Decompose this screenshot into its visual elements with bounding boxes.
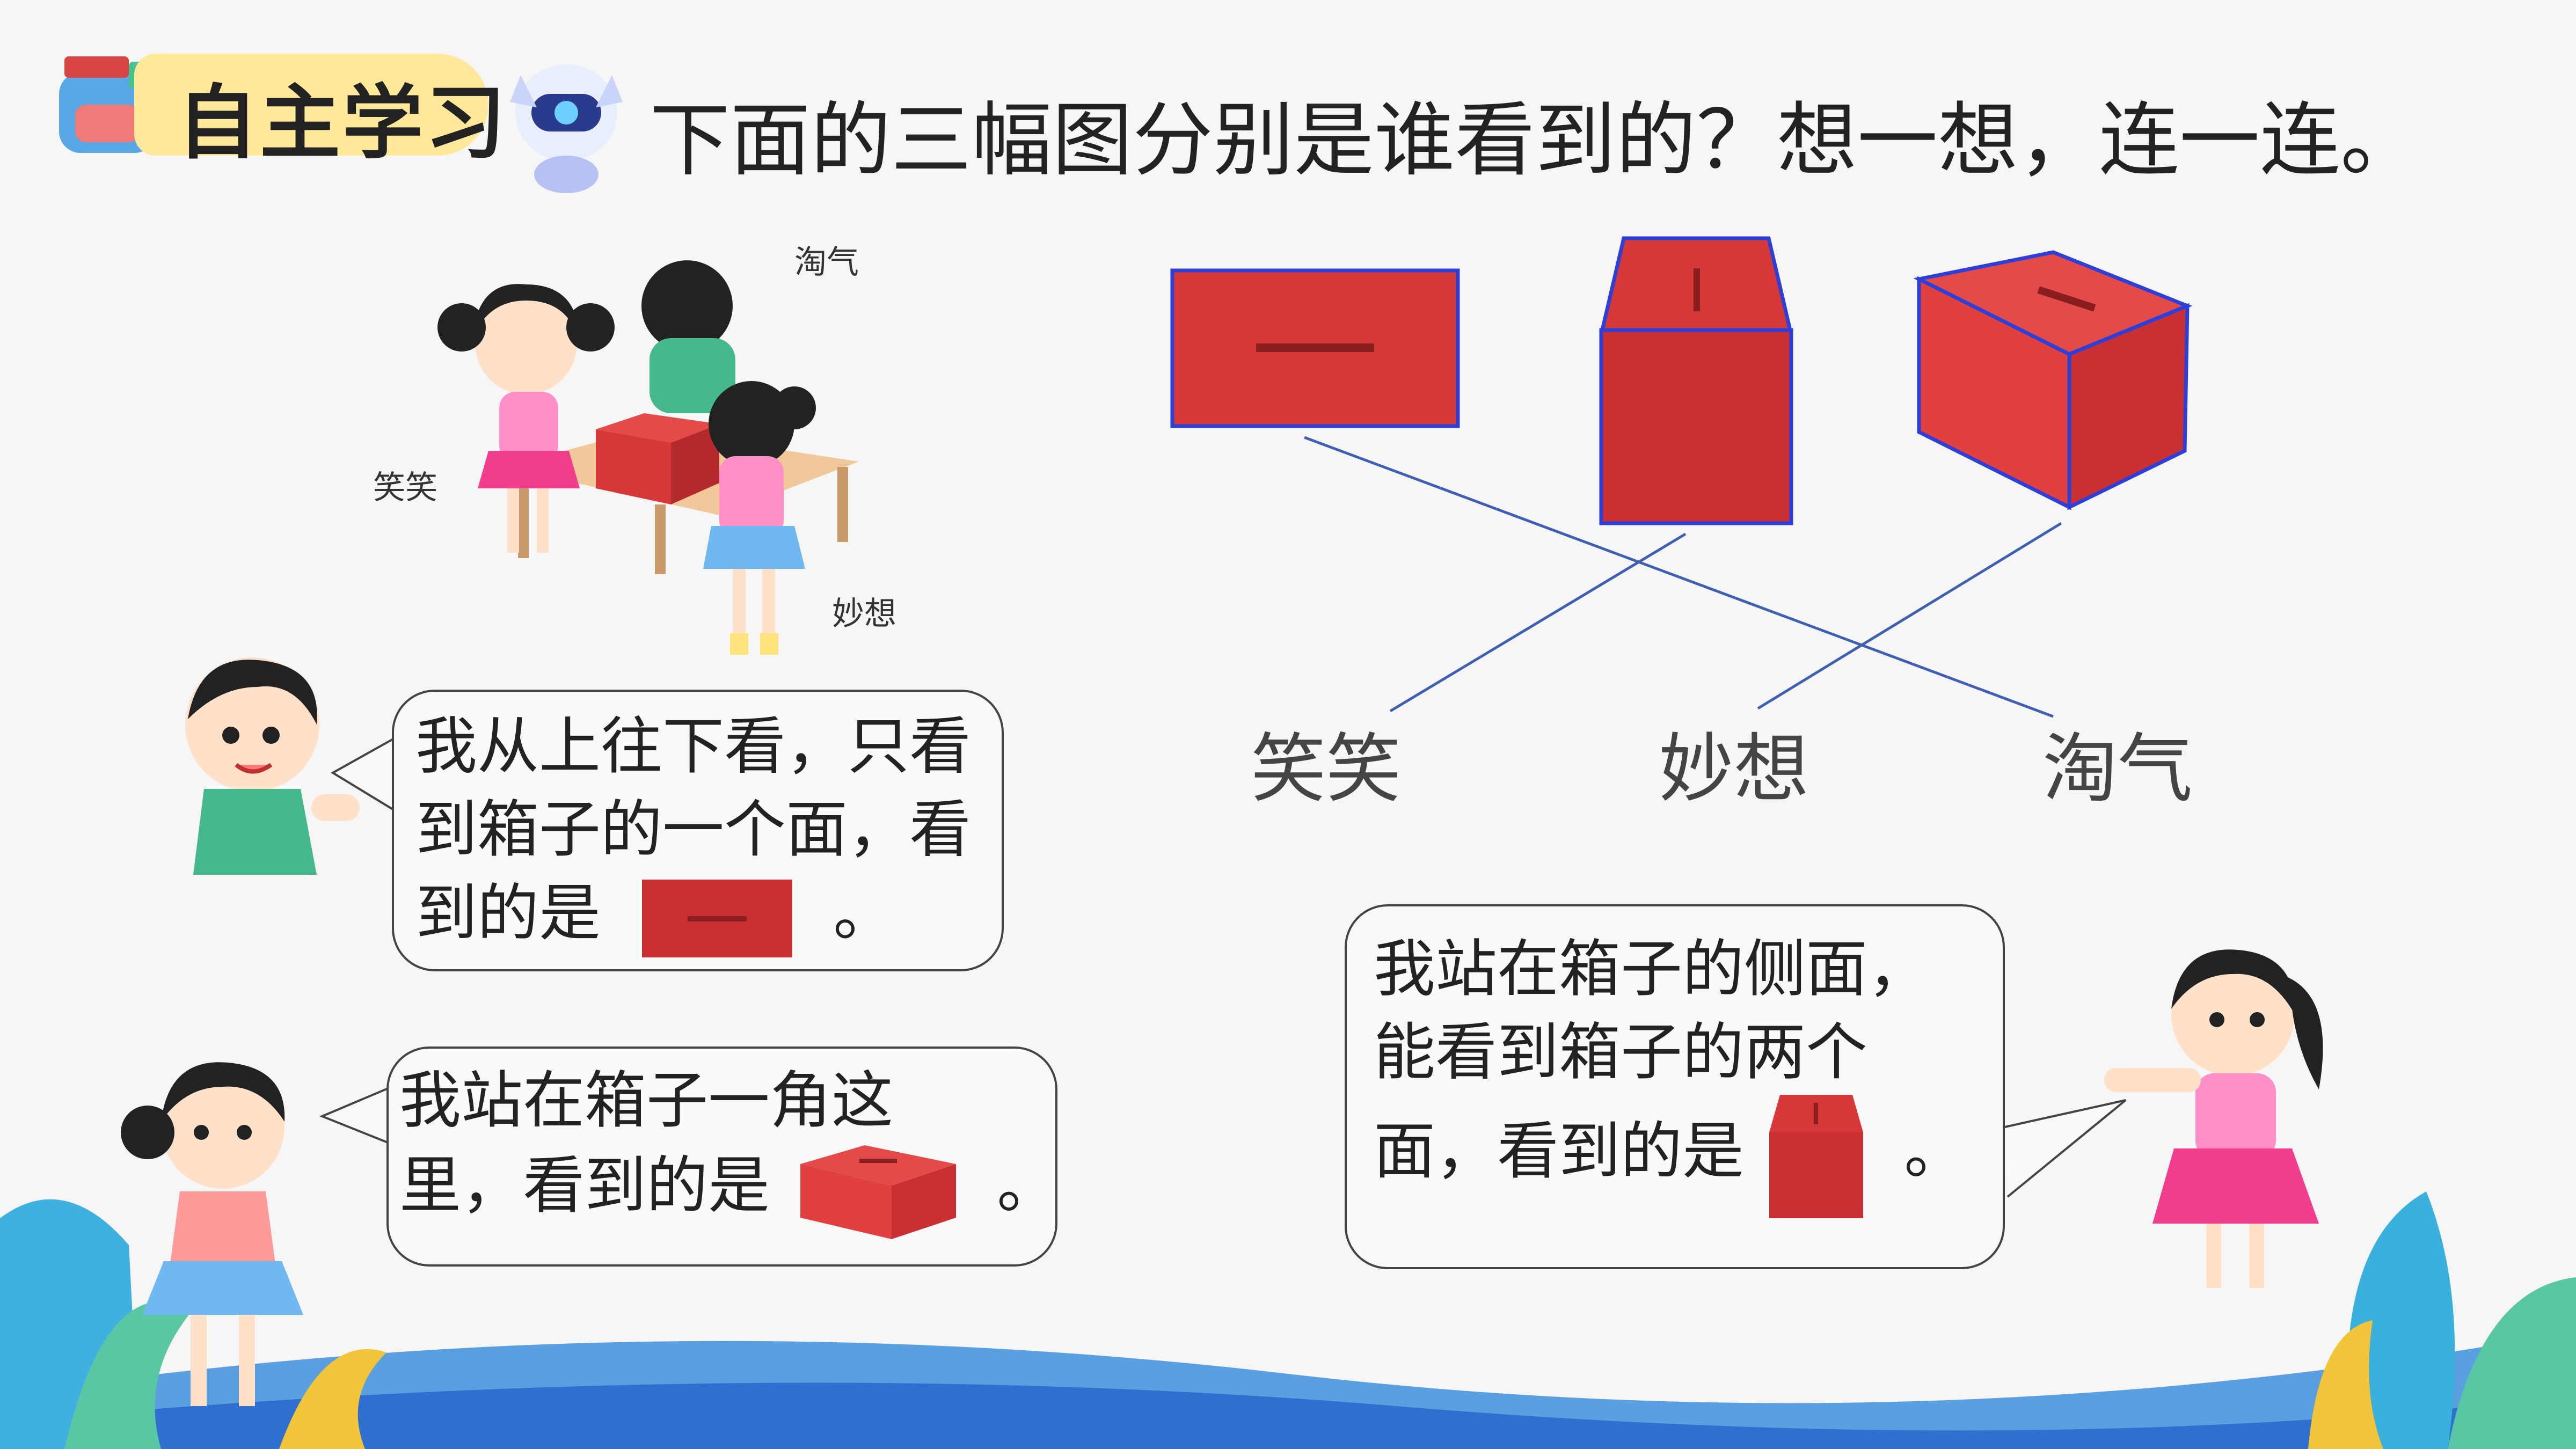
view-corner[interactable] <box>1914 247 2193 510</box>
bubble-line: 我站在箱子一角这 <box>399 1065 894 1137</box>
match-label-miaoxiang: 妙想 <box>1659 726 1809 813</box>
speech-bubble-taoqi: 我从上往下看，只看 到箱子的一个面，看 到的是 。 <box>392 690 1004 971</box>
speech-bubble-miaoxiang: 我站在箱子一角这 里，看到的是 。 <box>386 1046 1059 1267</box>
girl-miaoxiang-avatar <box>121 1062 303 1406</box>
answer-corner-view-icon <box>800 1145 956 1240</box>
boy-taoqi-avatar <box>185 657 360 875</box>
bubble-end: 。 <box>833 877 895 949</box>
robot-mascot-icon <box>510 64 623 193</box>
bubble-end: 。 <box>997 1150 1059 1222</box>
speech-bubble-xiaoxiao: 我站在箱子的侧面， 能看到箱子的两个 面，看到的是 。 <box>1345 904 2005 1269</box>
match-line-corner-miaoxiang <box>1757 522 2062 710</box>
bubble-line: 面，看到的是 <box>1374 1115 1745 1187</box>
view-top[interactable] <box>1170 268 1460 429</box>
scene-label-xiaoxiao: 笑笑 <box>373 469 437 507</box>
scene-label-taoqi: 淘气 <box>794 244 859 281</box>
bubble-line: 到的是 <box>415 877 601 949</box>
section-badge <box>134 54 488 156</box>
view-side[interactable] <box>1597 236 1796 526</box>
bubble-end: 。 <box>1904 1115 1966 1187</box>
question-text: 下面的三幅图分别是谁看到的？想一想，连一连。 <box>650 94 2421 187</box>
bubble-line: 到箱子的一个面，看 <box>415 794 972 866</box>
answer-top-view-icon <box>641 879 792 957</box>
scene-illustration <box>437 260 859 655</box>
match-label-taoqi: 淘气 <box>2042 726 2193 813</box>
girl-xiaoxiao-avatar <box>2104 949 2323 1288</box>
bubble-line: 我从上往下看，只看 <box>415 711 972 782</box>
bubble-line: 里，看到的是 <box>399 1150 770 1222</box>
backpack-icon <box>59 56 156 153</box>
section-badge-label: 自主学习 <box>177 77 508 170</box>
scene-label-miaoxiang: 妙想 <box>832 595 896 633</box>
bubble-line: 我站在箱子的侧面， <box>1374 933 1930 1005</box>
bubble-line: 能看到箱子的两个 <box>1374 1016 1868 1089</box>
match-line-top-taoqi <box>1304 436 2054 718</box>
answer-side-view-icon <box>1769 1094 1863 1218</box>
match-label-xiaoxiao: 笑笑 <box>1251 726 1402 813</box>
match-line-side-xiaoxiao <box>1389 532 1687 713</box>
